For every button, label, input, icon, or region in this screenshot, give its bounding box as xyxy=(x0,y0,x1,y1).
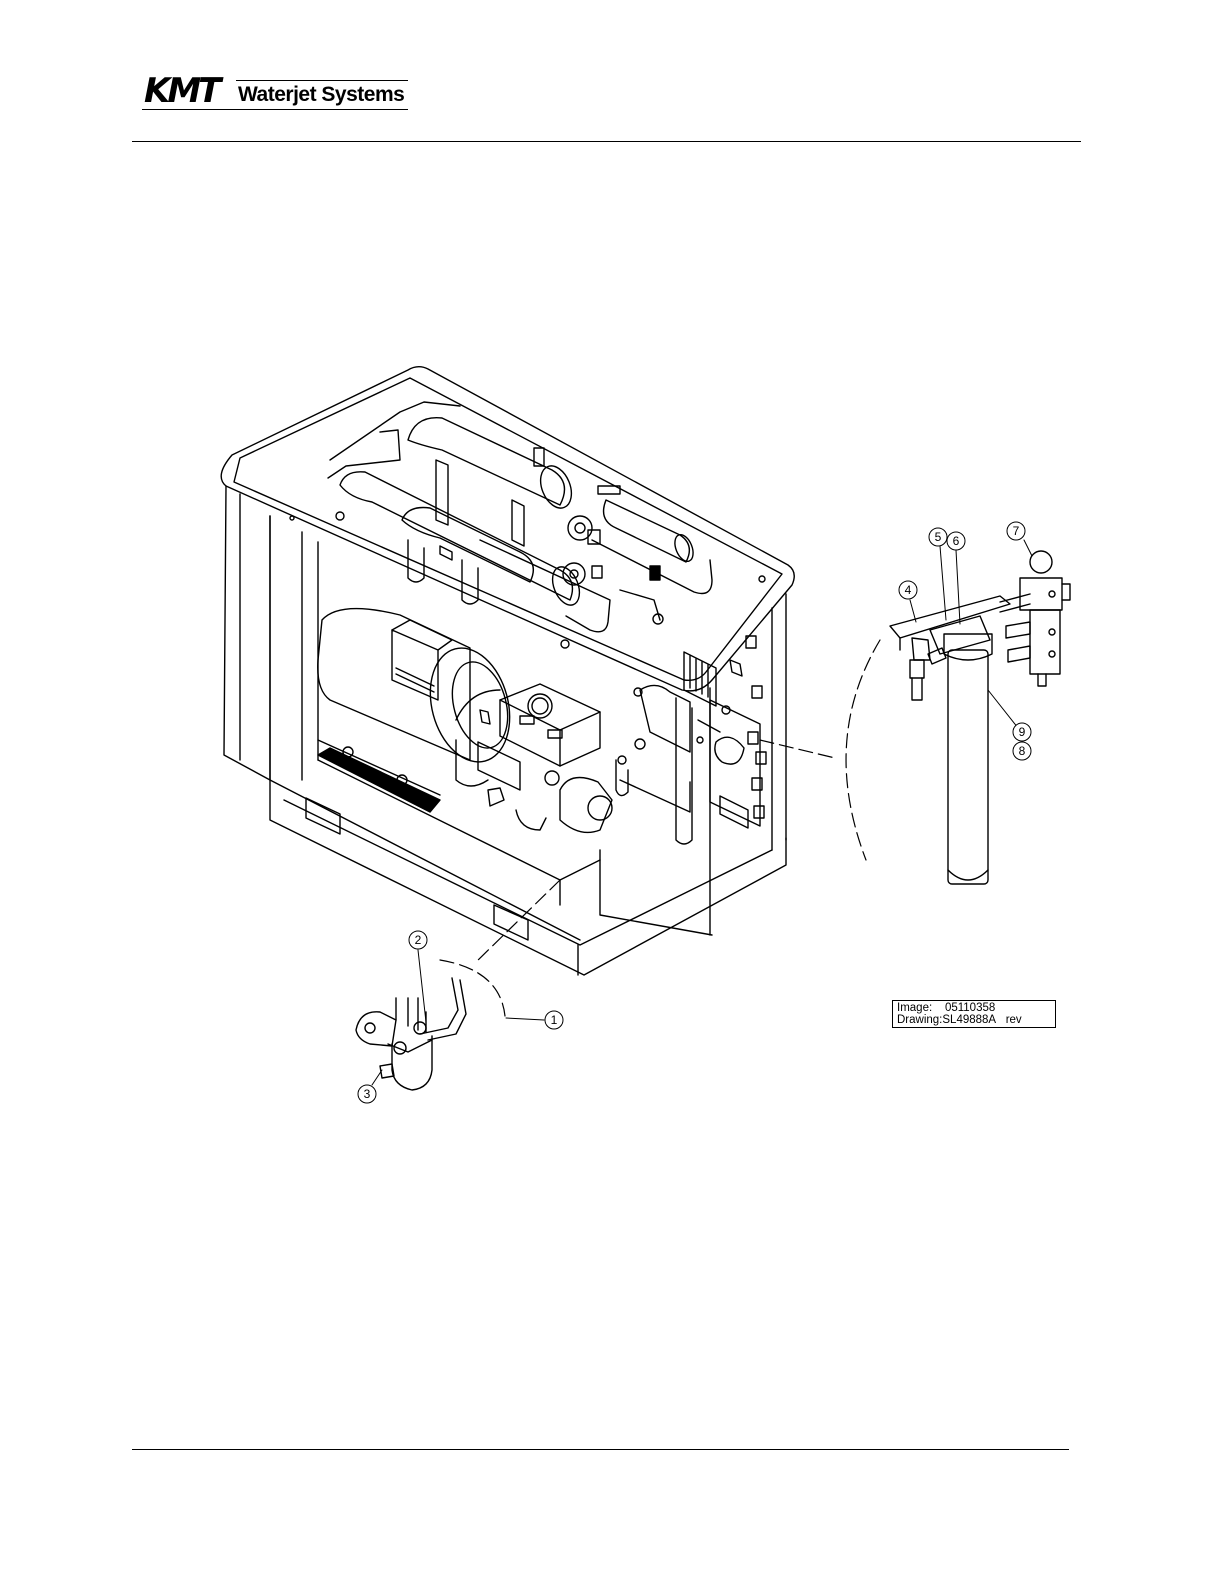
drawing-number: SL49888A xyxy=(942,1014,996,1026)
filter-assembly-detail xyxy=(890,551,1070,884)
callout-6-number: 6 xyxy=(953,534,960,548)
footer-divider xyxy=(132,1449,1069,1450)
pump-assembly xyxy=(456,684,612,832)
dashed-leaders xyxy=(440,640,880,1016)
drawing-title-block: Image: 05110358 Drawing:SL49888A rev xyxy=(892,1000,1056,1028)
image-label: Image: xyxy=(897,1002,932,1014)
valve-manifold xyxy=(616,636,766,844)
drawing-label: Drawing: xyxy=(897,1014,942,1026)
revision-label: rev xyxy=(1006,1014,1022,1026)
callout-9-number: 9 xyxy=(1019,725,1026,739)
callout-1-number: 1 xyxy=(551,1013,558,1027)
callout-5-number: 5 xyxy=(935,530,942,544)
callout-7-number: 7 xyxy=(1013,524,1020,538)
callout-8-number: 8 xyxy=(1019,744,1026,758)
callout-2-number: 2 xyxy=(415,933,422,947)
title-block-drawing-row: Drawing:SL49888A rev xyxy=(897,1014,1051,1026)
title-block-image-row: Image: 05110358 xyxy=(897,1002,1051,1014)
image-number: 05110358 xyxy=(945,1002,995,1014)
callout-4-number: 4 xyxy=(905,583,912,597)
callout-3-number: 3 xyxy=(364,1087,371,1101)
drain-fitting-detail xyxy=(356,978,466,1090)
motor xyxy=(318,609,522,812)
